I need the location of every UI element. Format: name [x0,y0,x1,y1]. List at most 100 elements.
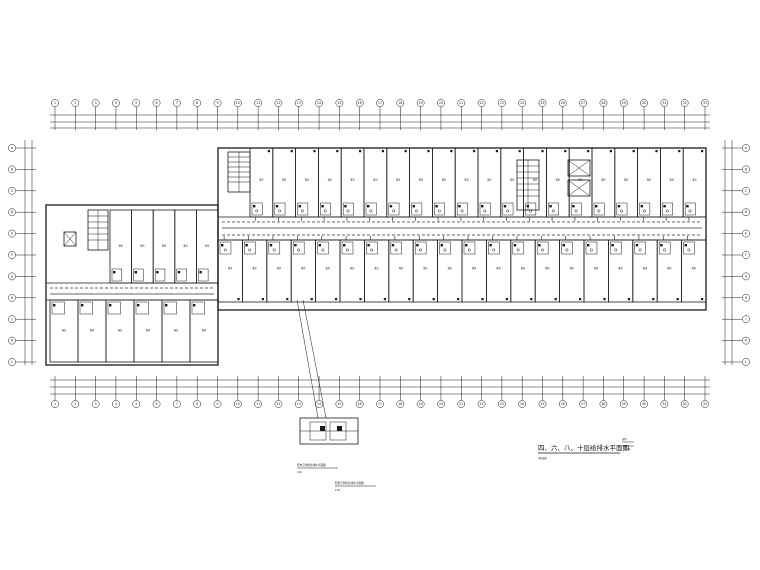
grid-bubble-top: 7 [173,99,181,107]
grid-bubble-bottom: 9 [213,400,222,408]
grid-bubble-top: 22 [477,99,486,107]
grid-bubble-bottom: 19 [416,400,425,408]
grid-label: B [11,167,13,171]
room-label: 客房 [119,244,123,248]
grid-label: 9 [216,402,218,406]
grid-bubble-bottom: 15 [335,400,344,408]
room-label: 客房 [62,328,66,332]
grid-label: 19 [419,101,423,105]
grid-bubble-top: 4 [112,99,120,107]
grid-bubble-top: 31 [660,99,669,107]
room: 客房 [510,236,536,303]
main-drawing-scale: 1:100 [624,448,631,451]
room: 客房 [637,147,661,221]
room-label: 客房 [118,328,122,332]
room-label: 客房 [252,266,256,270]
grid-bubble-top: 15 [335,99,344,107]
grid-bubble-left: G [8,272,16,281]
grid-bubble-bottom: 10 [233,400,242,408]
grid-bubble-top: 32 [680,99,689,107]
grid-label: 4 [115,402,117,406]
grid-bubble-top: 18 [396,99,405,107]
grid-bubble-right: J [742,315,750,324]
grid-bubble-top: 29 [619,99,628,107]
grid-label: 33 [703,101,707,105]
room: 客房 [241,236,268,303]
grid-label: G [11,274,14,278]
room: 客房 [608,236,634,303]
grid-label: A [11,146,14,150]
room-label: 客房 [533,178,537,182]
room-label: 客房 [487,178,491,182]
room: 客房 [133,299,163,363]
grid-bubble-bottom: 24 [518,400,527,408]
grid-bubble-bottom: 6 [152,400,161,408]
grid-label: A [745,146,748,150]
grid-label: 18 [398,402,402,406]
grid-label: 4 [115,101,117,105]
grid-label: 22 [480,402,484,406]
grid-label: K [11,339,14,343]
room-label: 客房 [464,178,468,182]
grid-label: F [745,253,747,257]
grid-label: 25 [540,402,544,406]
grid-label: 20 [439,402,443,406]
grid-bubble-top: 14 [315,99,323,107]
grid-label: 28 [601,101,605,105]
room: 客房 [409,147,433,221]
room-label: 客房 [510,178,514,182]
grid-bubble-top: 23 [498,99,506,107]
grid-label: 19 [419,402,423,406]
room-label: 客房 [692,266,696,270]
detail-scale: 1:50 [297,471,303,474]
room: 客房 [49,299,79,363]
room-label: 客房 [442,178,446,182]
room: 客房 [412,236,439,303]
grid-label: 29 [622,402,626,406]
room-label: 客房 [570,266,574,270]
grid-label: 24 [520,402,524,406]
grid-label: 10 [236,101,240,105]
stair-upper-left [227,151,251,193]
grid-label: 2 [74,402,76,406]
room: 客房 [266,236,292,303]
grid-label: K [745,339,748,343]
grid-bubble-right: E [742,229,750,238]
grid-bubble-bottom: 5 [132,400,141,408]
grid-bubble-bottom: 23 [498,400,506,408]
grid-bubble-bottom: 7 [173,400,181,408]
grid-bubble-top: 12 [274,99,283,107]
room: 客房 [272,147,296,221]
area-note: 本层面积 [538,456,548,460]
grid-bubble-bottom: 2 [71,400,80,408]
grid-bubble-top: 13 [294,99,303,107]
room: 客房 [632,236,658,303]
stair-middle [516,159,591,211]
upper-room-row: 客房客房客房客房客房客房客房客房客房客房客房客房客房客房客房客房客房客房客房客房 [249,147,707,221]
room: 客房 [477,147,502,221]
room: 客房 [583,236,609,303]
grid-label: 7 [176,101,178,105]
grid-label: H [11,296,14,300]
grid-bubble-top: 33 [701,99,709,107]
grid-label: 1 [54,402,56,406]
room: 客房 [546,147,570,221]
grid-label: C [11,189,14,193]
room: 客房 [317,147,342,221]
room: 客房 [363,147,388,221]
grid-bubble-bottom: 14 [315,400,323,408]
lower-room-row: 客房客房客房客房客房客房客房客房客房客房客房客房客房客房客房客房客房客房客房客房 [217,236,707,303]
room-label: 客房 [259,178,263,182]
room: 客房 [461,236,487,303]
grid-bubble-left: H [8,293,16,302]
room-label: 客房 [396,178,400,182]
detail-title: 阳台空调位给排水平面图 [297,463,326,467]
grid-label: L [11,360,13,364]
grid-label: 16 [358,402,362,406]
grid-bubble-bottom: 27 [579,400,587,408]
grid-label: 25 [540,101,544,105]
left-wing-lower-rooms: 客房客房客房客房客房客房 [49,299,219,363]
grid-bubble-left: A [8,144,16,152]
grid-bubble-top: 21 [457,99,466,107]
grid-bubble-right: G [742,272,750,281]
